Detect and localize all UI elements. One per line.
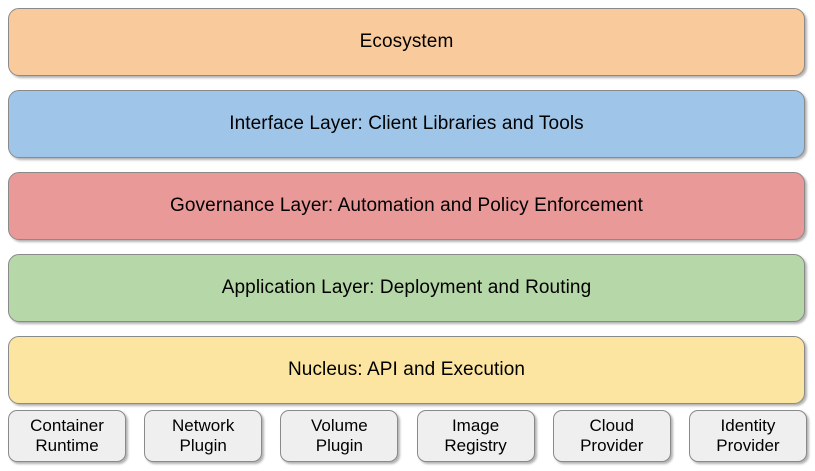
component-label-line1: Volume bbox=[311, 416, 368, 436]
component-row: Container Runtime Network Plugin Volume … bbox=[8, 410, 807, 462]
component-label-line1: Cloud bbox=[589, 416, 634, 436]
component-box-network-plugin[interactable]: Network Plugin bbox=[144, 410, 263, 462]
component-box-image-registry[interactable]: Image Registry bbox=[416, 410, 535, 462]
component-label-line2: Registry bbox=[444, 436, 507, 455]
layer-band-application[interactable]: Application Layer: Deployment and Routin… bbox=[8, 254, 805, 322]
component-label-line2: Provider bbox=[580, 436, 644, 455]
layer-band-governance[interactable]: Governance Layer: Automation and Policy … bbox=[8, 172, 805, 240]
component-label-line1: Network bbox=[172, 416, 235, 436]
layer-stack: Ecosystem Interface Layer: Client Librar… bbox=[8, 8, 807, 418]
layer-band-interface[interactable]: Interface Layer: Client Libraries and To… bbox=[8, 90, 805, 158]
component-box-identity-provider[interactable]: Identity Provider bbox=[688, 410, 807, 462]
layer-label-application: Application Layer: Deployment and Routin… bbox=[221, 276, 592, 298]
component-box-volume-plugin[interactable]: Volume Plugin bbox=[280, 410, 399, 462]
component-label-line2: Runtime bbox=[35, 436, 99, 455]
component-box-cloud-provider[interactable]: Cloud Provider bbox=[552, 410, 671, 462]
component-label-line2: Plugin bbox=[179, 436, 227, 455]
component-label-line1: Image bbox=[451, 416, 500, 436]
layer-label-governance: Governance Layer: Automation and Policy … bbox=[170, 194, 643, 216]
layer-label-nucleus: Nucleus: API and Execution bbox=[287, 358, 526, 380]
component-box-container-runtime[interactable]: Container Runtime bbox=[8, 410, 126, 462]
layer-label-ecosystem: Ecosystem bbox=[359, 30, 454, 52]
layer-band-ecosystem[interactable]: Ecosystem bbox=[8, 8, 805, 76]
component-label-line2: Provider bbox=[716, 436, 780, 455]
component-label-line2: Plugin bbox=[315, 436, 363, 455]
layer-band-nucleus[interactable]: Nucleus: API and Execution bbox=[8, 336, 805, 404]
component-label-line1: Identity bbox=[720, 416, 776, 436]
layer-label-interface: Interface Layer: Client Libraries and To… bbox=[229, 112, 584, 134]
component-label-line1: Container bbox=[30, 416, 104, 436]
